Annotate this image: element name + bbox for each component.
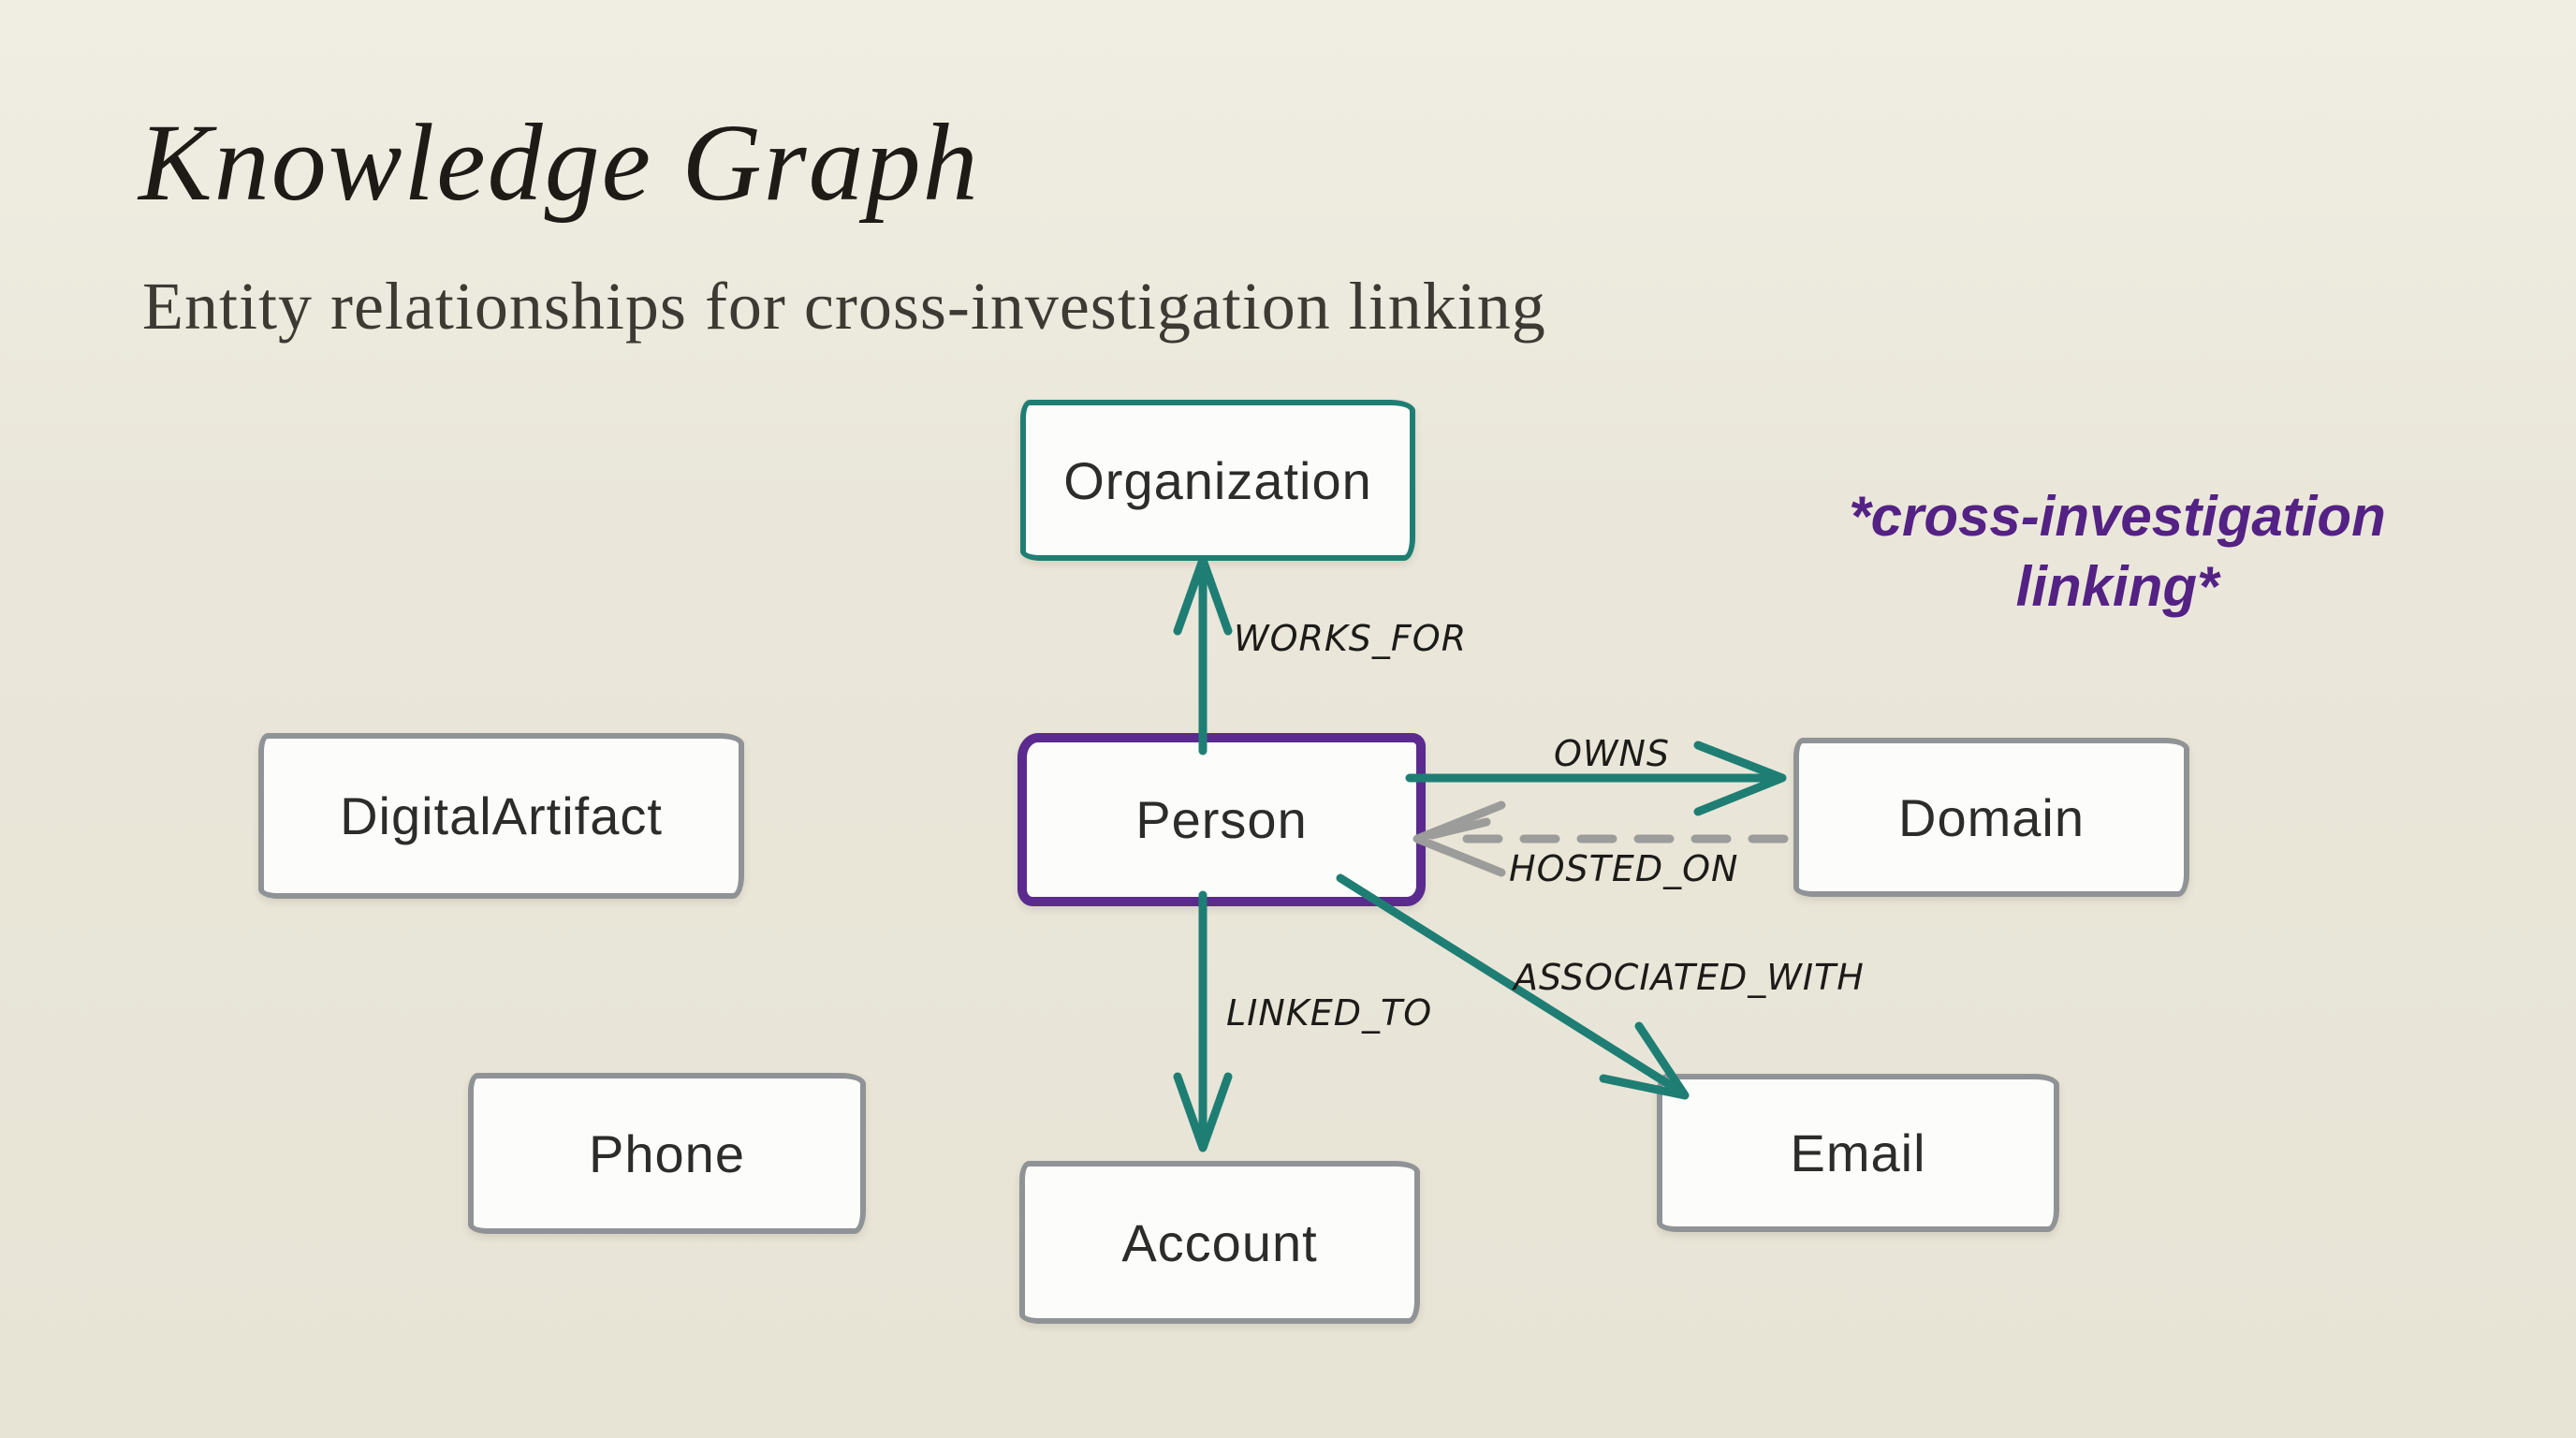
edge-label-linked-to: LINKED_TO bbox=[1226, 992, 1433, 1034]
node-organization-label: Organization bbox=[1063, 450, 1372, 510]
edge-label-owns: OWNS bbox=[1554, 733, 1671, 774]
edge-hosted-on bbox=[1412, 800, 1789, 877]
node-digital-artifact-label: DigitalArtifact bbox=[340, 786, 663, 845]
node-organization: Organization bbox=[1020, 400, 1415, 561]
node-phone-label: Phone bbox=[589, 1123, 745, 1183]
node-account-label: Account bbox=[1121, 1212, 1318, 1272]
edge-associated-with-shaft bbox=[1336, 873, 1682, 1094]
edge-label-hosted-on: HOSTED_ON bbox=[1509, 848, 1739, 889]
edge-linked-to bbox=[1173, 890, 1233, 1152]
node-person-label: Person bbox=[1135, 790, 1308, 849]
node-account: Account bbox=[1019, 1161, 1420, 1324]
slide-subtitle: Entity relationships for cross-investiga… bbox=[142, 269, 1546, 344]
edge-associated-with bbox=[1336, 873, 1690, 1100]
edge-hosted-on-arrowhead-tick bbox=[1427, 817, 1491, 840]
node-domain: Domain bbox=[1793, 738, 2189, 897]
edge-linked-to-arrowhead bbox=[1173, 1072, 1233, 1152]
node-digital-artifact: DigitalArtifact bbox=[258, 733, 744, 899]
edge-works-for-arrowhead bbox=[1173, 555, 1233, 636]
edge-label-works-for: WORKS_FOR bbox=[1234, 618, 1468, 659]
annotation-note: *cross-investigation linking* bbox=[1849, 485, 2386, 618]
edge-works-for bbox=[1173, 555, 1233, 756]
node-person: Person bbox=[1017, 733, 1426, 906]
edge-hosted-on-arrowhead bbox=[1412, 800, 1506, 877]
edge-owns bbox=[1405, 741, 1787, 816]
slide-title: Knowledge Graph bbox=[139, 101, 980, 224]
node-email: Email bbox=[1657, 1074, 2059, 1232]
node-phone: Phone bbox=[468, 1073, 866, 1234]
node-domain-label: Domain bbox=[1898, 787, 2085, 847]
edge-label-associated-with: ASSOCIATED_WITH bbox=[1514, 957, 1865, 998]
edge-owns-arrowhead bbox=[1693, 741, 1787, 816]
edge-associated-with-arrowhead bbox=[1599, 1021, 1690, 1100]
node-email-label: Email bbox=[1790, 1123, 1926, 1182]
